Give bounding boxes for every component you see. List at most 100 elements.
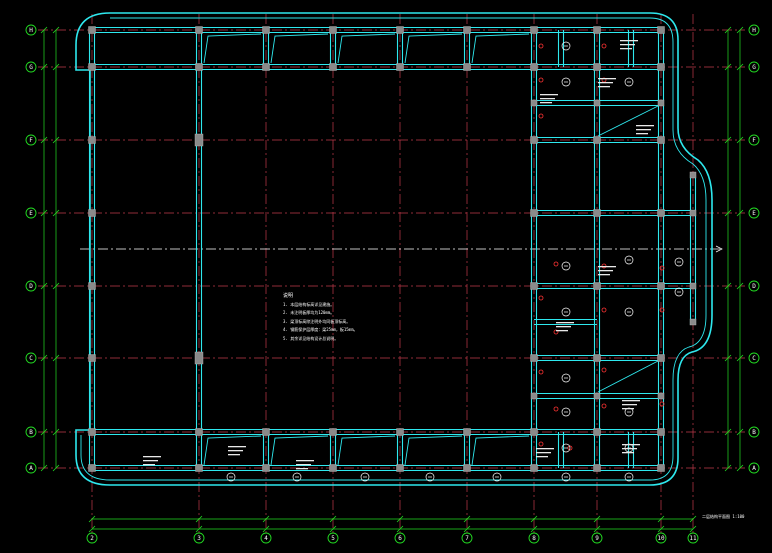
dimension-tick bbox=[736, 282, 744, 290]
axis-bubble bbox=[748, 280, 760, 292]
dimension-tick bbox=[724, 136, 732, 144]
label-scribble bbox=[622, 400, 640, 402]
column bbox=[593, 392, 601, 400]
column bbox=[195, 464, 203, 472]
column bbox=[396, 26, 404, 34]
column bbox=[530, 282, 538, 290]
axis-bubble bbox=[748, 134, 760, 146]
column bbox=[657, 354, 665, 362]
axis-bubble bbox=[687, 532, 699, 544]
dimension-tick bbox=[40, 464, 48, 472]
dimension-tick bbox=[724, 428, 732, 436]
slab-edge-line bbox=[471, 435, 530, 466]
dimension-tick bbox=[40, 63, 48, 71]
axis-bubble-label: 2 bbox=[90, 535, 94, 542]
dimension-tick bbox=[52, 209, 60, 217]
slab-edge-line bbox=[404, 33, 463, 64]
column bbox=[262, 428, 270, 436]
sheet-title-text: 二层结构平面图 bbox=[702, 514, 730, 519]
column-large bbox=[194, 133, 204, 147]
column bbox=[593, 354, 601, 362]
column bbox=[530, 209, 538, 217]
label-scribble bbox=[598, 86, 610, 88]
annotation-marker bbox=[601, 307, 607, 313]
axis-bubble bbox=[25, 280, 37, 292]
column bbox=[689, 282, 697, 290]
axis-bubble-label: 5 bbox=[331, 535, 335, 542]
column bbox=[463, 26, 471, 34]
column bbox=[657, 136, 665, 144]
axis-bubble-label: E bbox=[752, 210, 756, 217]
axis-bubble-label: G bbox=[29, 64, 33, 71]
label-scribble bbox=[536, 452, 551, 454]
column bbox=[463, 428, 471, 436]
column bbox=[657, 209, 665, 217]
label-scribble bbox=[622, 452, 634, 454]
axis-bubble bbox=[86, 532, 98, 544]
column bbox=[262, 26, 270, 34]
column bbox=[329, 464, 337, 472]
general-notes: 说明 1. 本层结构标高详见建施。 2. 未注明板厚均为120mm。 3. 梁顶… bbox=[283, 292, 358, 343]
label-scribble bbox=[556, 326, 571, 328]
axis-bubble bbox=[25, 61, 37, 73]
dimension-tick bbox=[724, 354, 732, 362]
label-scribble bbox=[598, 274, 610, 276]
section-balloon bbox=[674, 257, 684, 267]
annotation-marker bbox=[553, 406, 559, 412]
axis-bubble-label: F bbox=[752, 137, 756, 144]
column bbox=[88, 354, 96, 362]
section-balloon bbox=[292, 472, 302, 482]
dimension-tick bbox=[396, 515, 404, 523]
label-scribble bbox=[622, 404, 637, 406]
label-scribble bbox=[556, 322, 574, 324]
label-scribble bbox=[296, 464, 311, 466]
annotation-marker bbox=[601, 367, 607, 373]
inner-wall-line bbox=[80, 17, 707, 481]
label-scribble bbox=[228, 450, 243, 452]
sheet-title: 二层结构平面图 1:100 bbox=[702, 514, 744, 520]
label-scribble bbox=[622, 444, 640, 446]
label-scribble bbox=[620, 48, 632, 50]
dimension-tick bbox=[52, 26, 60, 34]
dimension-tick bbox=[262, 525, 270, 533]
axis-bubble-label: 7 bbox=[465, 535, 469, 542]
axis-bubble bbox=[748, 61, 760, 73]
axis-bubble-label: D bbox=[29, 283, 33, 290]
annotation-marker bbox=[601, 43, 607, 49]
dimension-tick bbox=[396, 525, 404, 533]
column bbox=[329, 428, 337, 436]
annotation-marker bbox=[538, 441, 544, 447]
dimension-tick bbox=[689, 515, 697, 523]
column bbox=[195, 428, 203, 436]
annotation-marker bbox=[538, 77, 544, 83]
column bbox=[530, 464, 538, 472]
column bbox=[689, 171, 697, 179]
axis-bubble-label: 10 bbox=[657, 535, 665, 542]
dimension-tick bbox=[724, 209, 732, 217]
dimension-tick bbox=[463, 525, 471, 533]
dimension-lines bbox=[40, 26, 744, 533]
dimension-tick bbox=[689, 525, 697, 533]
axis-bubble bbox=[461, 532, 473, 544]
axis-bubble-label: C bbox=[752, 355, 756, 362]
section-balloon bbox=[624, 77, 634, 87]
axis-bubble bbox=[748, 24, 760, 36]
label-scribble bbox=[636, 125, 654, 127]
axis-bubble-label: D bbox=[752, 283, 756, 290]
dimension-tick bbox=[52, 428, 60, 436]
column bbox=[530, 392, 538, 400]
section-balloon bbox=[226, 472, 236, 482]
label-scribble bbox=[636, 129, 651, 131]
label-scribble bbox=[636, 133, 648, 135]
dimension-tick bbox=[593, 525, 601, 533]
axis-bubble bbox=[748, 462, 760, 474]
dimension-tick bbox=[52, 282, 60, 290]
columns bbox=[88, 26, 697, 472]
dimension-tick bbox=[736, 464, 744, 472]
annotation-marker bbox=[659, 265, 665, 271]
axis-bubble-label: A bbox=[29, 465, 33, 472]
axis-bubble bbox=[193, 532, 205, 544]
column bbox=[657, 392, 665, 400]
annotation-marker bbox=[538, 369, 544, 375]
